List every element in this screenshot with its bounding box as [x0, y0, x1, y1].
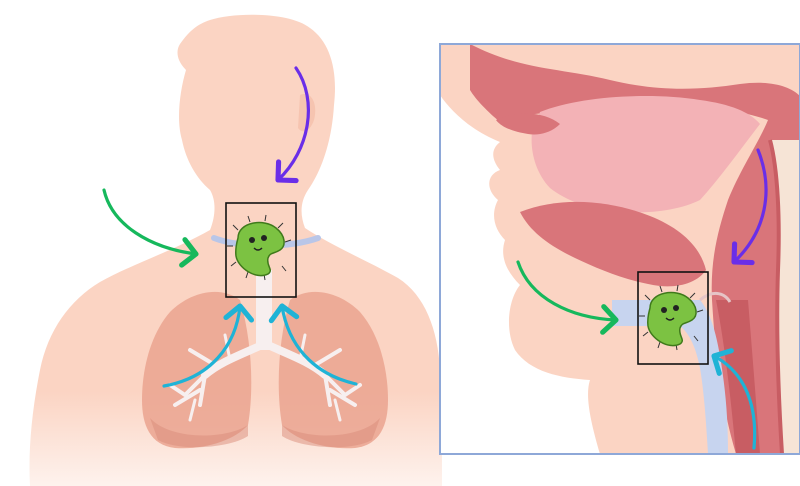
side-view-panel — [440, 44, 800, 454]
trachea — [256, 270, 272, 350]
front-view-panel — [29, 15, 442, 486]
